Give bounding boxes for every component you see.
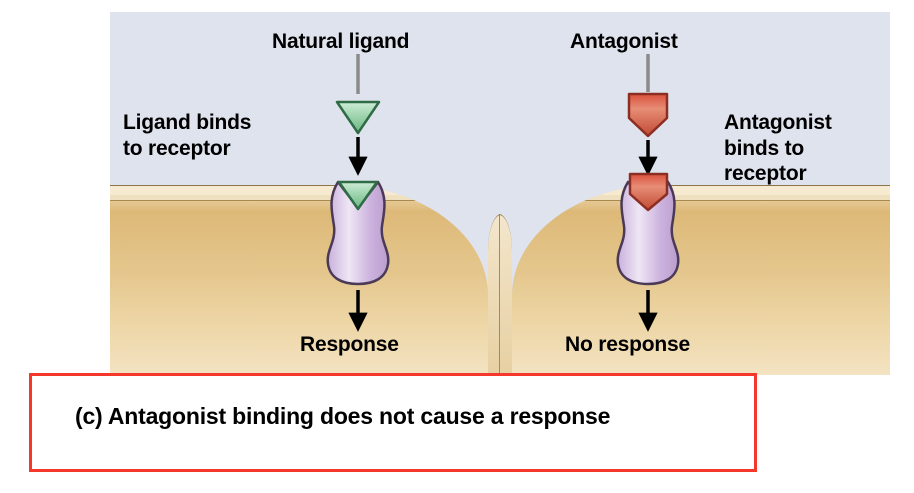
receptor-right — [616, 180, 680, 286]
cell-right — [512, 185, 890, 375]
antagonist-free — [627, 92, 669, 138]
label-natural-ligand: Natural ligand — [272, 30, 410, 53]
receptor-antagonist-diagram: Natural ligand Antagonist Ligand binds t… — [110, 12, 890, 375]
membrane-rim-left — [110, 185, 488, 375]
receptor-left — [326, 180, 390, 286]
label-antagonist-binds-to-receptor: Antagonist binds to receptor — [724, 111, 832, 186]
caption-highlight-box — [29, 373, 757, 472]
caption: (c) Antagonist binding does not cause a … — [75, 403, 610, 430]
label-no-response: No response — [565, 333, 690, 356]
membrane-rim-right — [512, 185, 890, 375]
intercellular-cleft — [488, 185, 512, 375]
caption-body: Antagonist binding does not cause a resp… — [107, 403, 611, 429]
label-antagonist: Antagonist — [570, 30, 678, 53]
cell-left — [110, 185, 488, 375]
natural-ligand-free — [335, 100, 381, 135]
label-ligand-binds-to-receptor: Ligand binds to receptor — [123, 111, 252, 160]
molecules-layer — [326, 54, 680, 332]
label-response: Response — [300, 333, 399, 356]
caption-tag: (c) — [75, 403, 103, 429]
natural-ligand-bound — [337, 180, 379, 211]
antagonist-bound — [628, 172, 669, 212]
